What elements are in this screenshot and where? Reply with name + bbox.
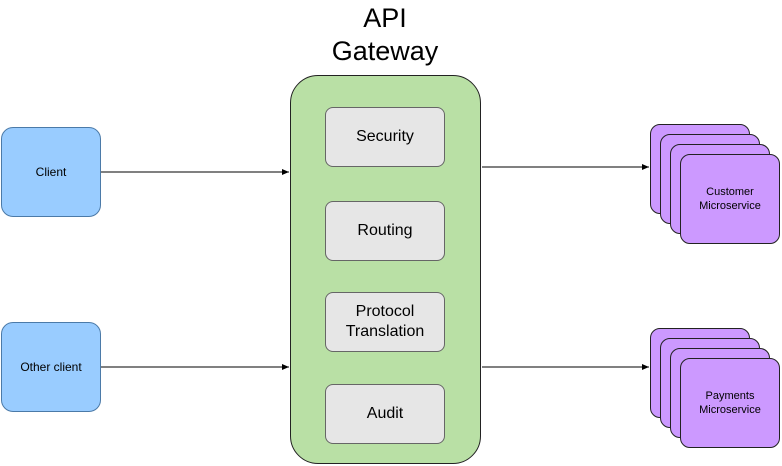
audit-box: Audit: [325, 384, 445, 444]
customer-label-line1: Customer: [706, 186, 754, 198]
client-node: Client: [1, 127, 101, 217]
payments-label-line1: Payments: [705, 390, 755, 402]
routing-box: Routing: [325, 201, 445, 261]
payments-label-line2: Microservice: [699, 404, 761, 416]
gateway-title-line1: API: [363, 3, 407, 33]
other-client-label: Other client: [20, 360, 82, 374]
customer-label-line2: Microservice: [699, 200, 761, 212]
security-label: Security: [356, 128, 414, 145]
customer-microservice-node: Customer Microservice: [680, 154, 780, 244]
payments-microservice-node: Payments Microservice: [680, 358, 780, 448]
protocol-label-line1: Protocol: [355, 303, 415, 320]
security-box: Security: [325, 107, 445, 167]
audit-label: Audit: [366, 405, 404, 422]
gateway-title-line2: Gateway: [331, 36, 439, 66]
protocol-translation-box: Protocol Translation: [325, 292, 445, 352]
routing-label: Routing: [357, 222, 413, 239]
client-label: Client: [35, 165, 67, 179]
gateway-title: API Gateway: [290, 2, 480, 68]
other-client-node: Other client: [1, 322, 101, 412]
protocol-label-line2: Translation: [345, 323, 425, 340]
